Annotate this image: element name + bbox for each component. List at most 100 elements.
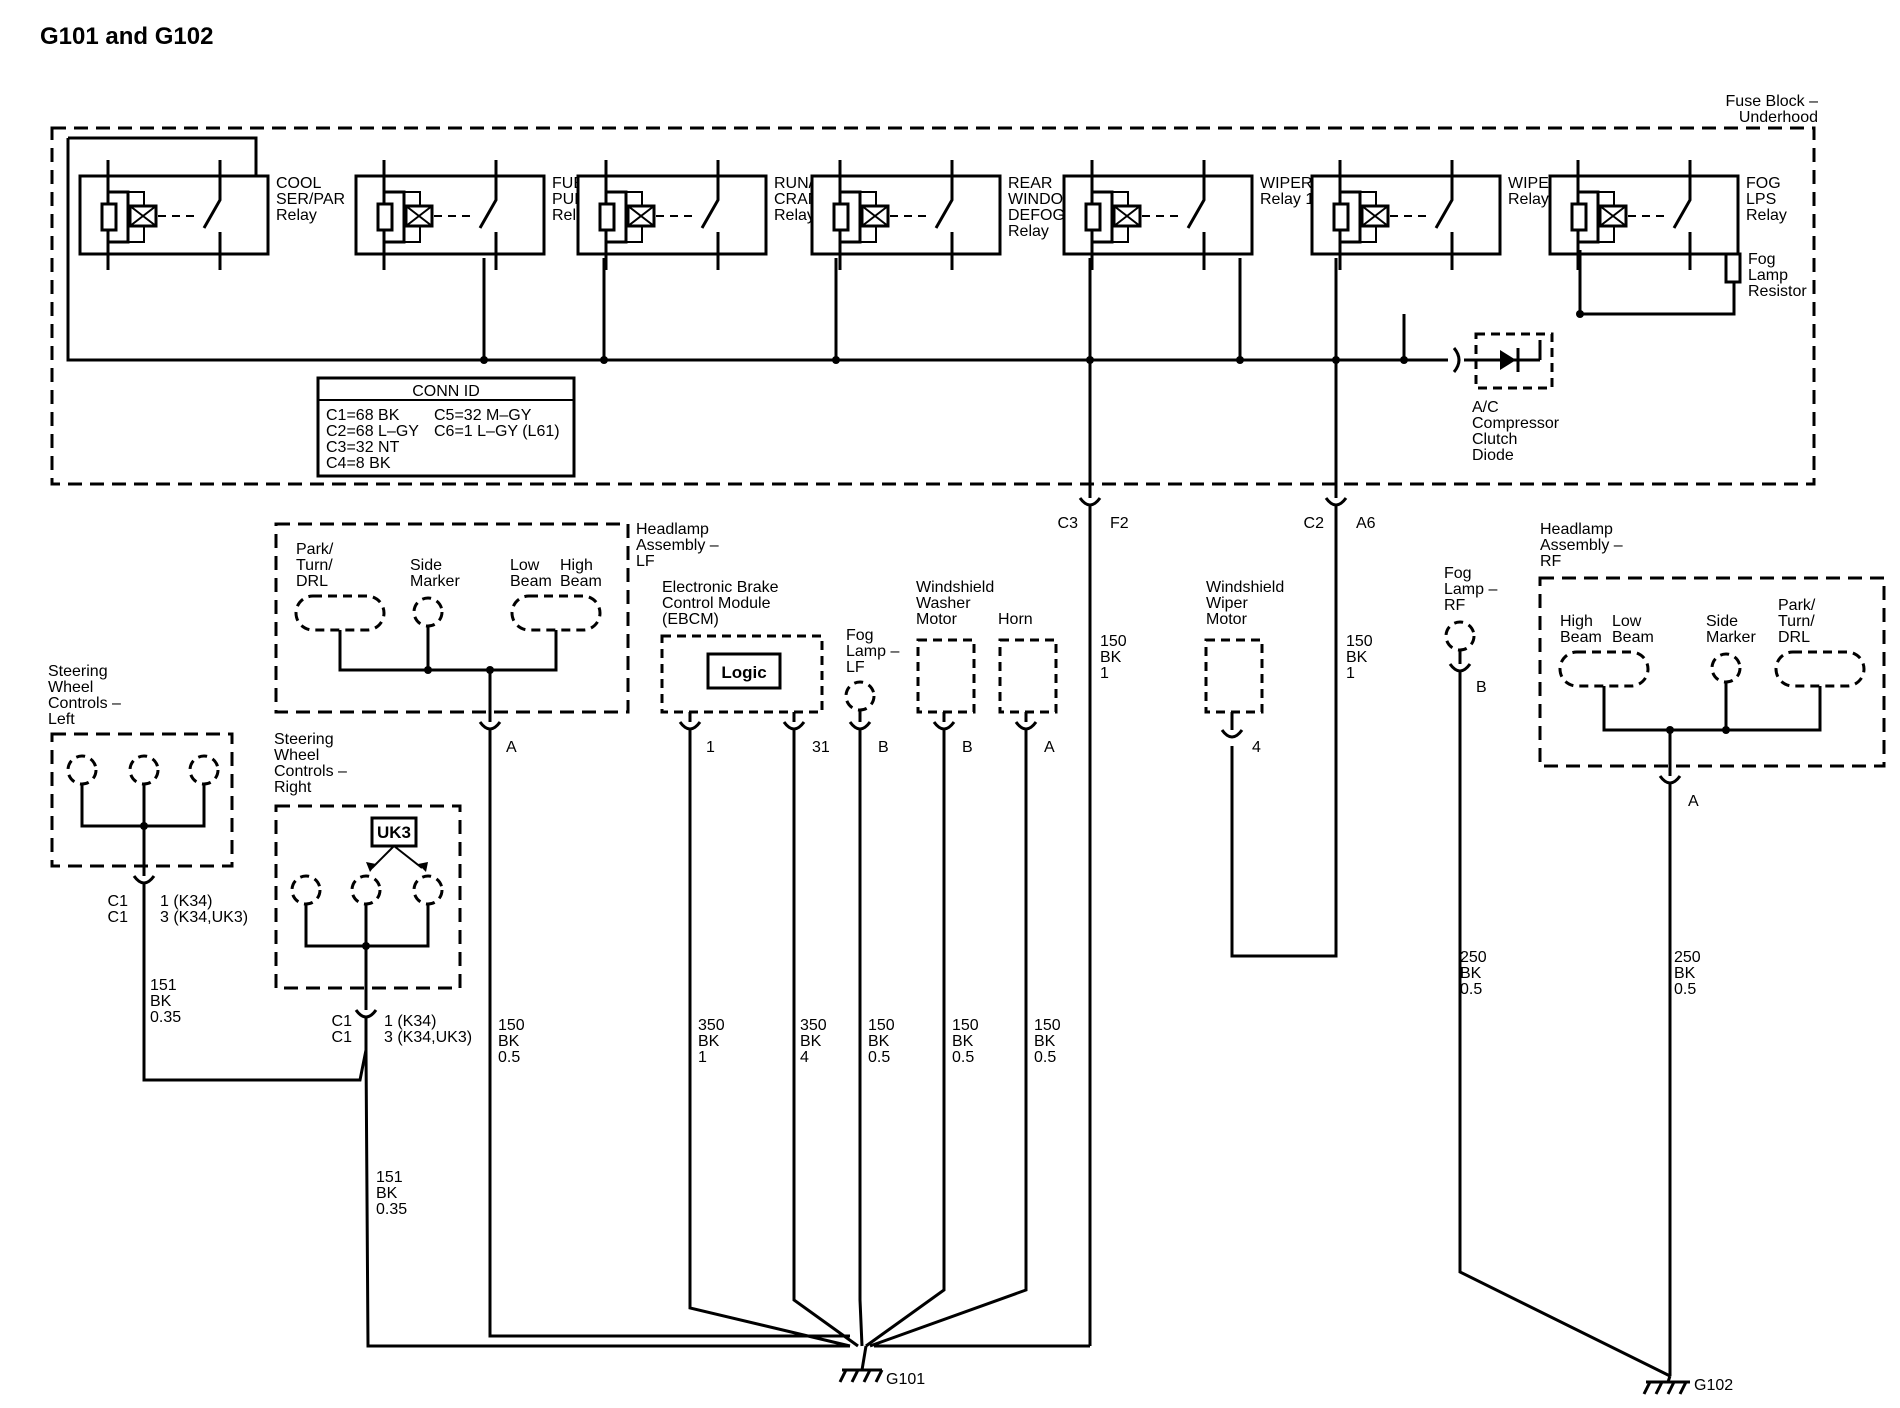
- headlamp-rf-park-2: Turn/: [1778, 613, 1815, 630]
- swc-left-c1a: C1: [108, 893, 129, 910]
- wire-label-line: BK: [1674, 965, 1696, 982]
- conn-id-row: C1=68 BK: [326, 407, 400, 424]
- headlamp-rf-title-3: RF: [1540, 553, 1562, 570]
- relay-label: WINDOW: [1008, 191, 1079, 208]
- washer-motor: [865, 638, 976, 1348]
- ground-g101: [838, 1345, 884, 1383]
- fog-lamp-resistor-label-2: Lamp: [1748, 267, 1788, 284]
- swc-left-pin-1: 1 (K34): [160, 893, 212, 910]
- fog-lf-label-2: Lamp –: [846, 643, 899, 660]
- wire-label-line: 1: [698, 1049, 707, 1066]
- headlamp-lf-side-2: Marker: [410, 573, 460, 590]
- wire-label-line: 0.5: [1034, 1049, 1056, 1066]
- fog-rf-label-1: Fog: [1444, 565, 1472, 582]
- relay-label: LPS: [1746, 191, 1776, 208]
- wire-labels: 151BK0.35151BK0.35150BK0.5350BK1350BK415…: [150, 633, 1701, 1218]
- swc-left-label-2: Wheel: [48, 679, 93, 696]
- ac-diode-label-1: A/C: [1472, 399, 1499, 416]
- swc-left-label-1: Steering: [48, 663, 108, 680]
- horn-label: Horn: [998, 611, 1033, 628]
- headlamp-rf-title-1: Headlamp: [1540, 521, 1613, 538]
- fog-lamp-resistor-label-3: Resistor: [1748, 283, 1807, 300]
- wire-label-line: BK: [1460, 965, 1482, 982]
- relay-label: DEFOG: [1008, 207, 1065, 224]
- wire-label-line: 0.5: [868, 1049, 890, 1066]
- wiper-motor-label-3: Motor: [1206, 611, 1248, 628]
- wire-label-line: 0.5: [1460, 981, 1482, 998]
- connector-c3-label: C3: [1058, 515, 1079, 532]
- headlamp-lf-low-2: Beam: [510, 573, 552, 590]
- fog-lamp-resistor-label-1: Fog: [1748, 251, 1776, 268]
- wire-label-line: 0.35: [150, 1009, 181, 1026]
- headlamp-rf-park-3: DRL: [1778, 629, 1810, 646]
- headlamp-assembly-rf: [1538, 576, 1886, 1376]
- swc-right-c1b: C1: [332, 1029, 353, 1046]
- headlamp-lf-title-1: Headlamp: [636, 521, 709, 538]
- swc-right-label-2: Wheel: [274, 747, 319, 764]
- headlamp-assembly-lf: [274, 522, 850, 1338]
- relay-label: Relay: [774, 207, 815, 224]
- wire-label-line: BK: [376, 1185, 398, 1202]
- wire-label-line: 0.5: [952, 1049, 974, 1066]
- wire-label-line: BK: [698, 1033, 720, 1050]
- headlamp-lf-high-1: High: [560, 557, 593, 574]
- fog-rf-label-2: Lamp –: [1444, 581, 1497, 598]
- headlamp-lf-pin: A: [506, 739, 517, 756]
- headlamp-lf-title-3: LF: [636, 553, 655, 570]
- conn-id-row: C3=32 NT: [326, 439, 400, 456]
- wire-label-line: 150: [1034, 1017, 1061, 1034]
- headlamp-rf-side-1: Side: [1706, 613, 1738, 630]
- ac-diode-label-2: Compressor: [1472, 415, 1560, 432]
- wire-label-line: BK: [1100, 649, 1122, 666]
- swc-right-label-1: Steering: [274, 731, 334, 748]
- relay-label: Relay 1: [1260, 191, 1314, 208]
- ebcm-pin-1: 1: [706, 739, 715, 756]
- ebcm-label-1: Electronic Brake: [662, 579, 779, 596]
- conn-id-row: C4=8 BK: [326, 455, 391, 472]
- wire-label-line: BK: [1034, 1033, 1056, 1050]
- fog-lamp-lf: [844, 680, 876, 1347]
- page-title: G101 and G102: [40, 23, 213, 50]
- swc-left-label-4: Left: [48, 711, 75, 728]
- headlamp-rf-pin: A: [1688, 793, 1699, 810]
- washer-label-3: Motor: [916, 611, 958, 628]
- swc-left-c1b: C1: [108, 909, 129, 926]
- wiper-motor-label-1: Windshield: [1206, 579, 1284, 596]
- relay-label: RUN/: [774, 175, 814, 192]
- wire-label-line: 150: [1346, 633, 1373, 650]
- wire-label-line: BK: [952, 1033, 974, 1050]
- swc-right-label-4: Right: [274, 779, 312, 796]
- ground-g102: [1642, 1375, 1690, 1395]
- conn-id-row: C6=1 L–GY (L61): [434, 423, 560, 440]
- relay-label: WIPER: [1260, 175, 1312, 192]
- fuse-block-label-2: Underhood: [1739, 109, 1818, 126]
- wire-label-line: BK: [868, 1033, 890, 1050]
- wire-label-line: 150: [868, 1017, 895, 1034]
- wire-label-line: BK: [800, 1033, 822, 1050]
- headlamp-rf-side-2: Marker: [1706, 629, 1756, 646]
- wire-label-line: BK: [1346, 649, 1368, 666]
- wiper-motor-label-2: Wiper: [1206, 595, 1248, 612]
- swc-right-label-3: Controls –: [274, 763, 347, 780]
- swc-right-option: UK3: [377, 823, 411, 842]
- relay-label: Relay: [1746, 207, 1787, 224]
- horn-pin: A: [1044, 739, 1055, 756]
- ac-diode-label-4: Diode: [1472, 447, 1514, 464]
- fog-lamp-resistor: [1724, 252, 1742, 284]
- connector-c2-a6: [1230, 480, 1348, 958]
- swc-left-label-3: Controls –: [48, 695, 121, 712]
- conn-id-table: CONN ID C1=68 BK C2=68 L–GY C3=32 NT C4=…: [316, 376, 576, 478]
- swc-right-pin-2: 3 (K34,UK3): [384, 1029, 472, 1046]
- wire-label-line: 0.5: [498, 1049, 520, 1066]
- washer-label-1: Windshield: [916, 579, 994, 596]
- headlamp-lf-high-2: Beam: [560, 573, 602, 590]
- fuse-block-label-1: Fuse Block –: [1726, 93, 1819, 110]
- ebcm-label-3: (EBCM): [662, 611, 719, 628]
- connector-c2-label: C2: [1304, 515, 1325, 532]
